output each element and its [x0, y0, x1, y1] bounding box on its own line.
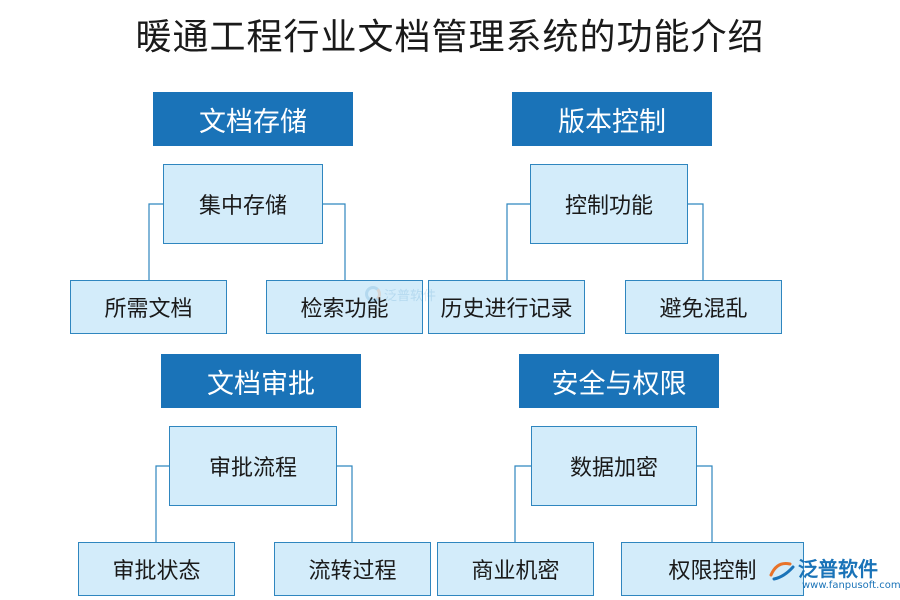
- box-required-documents: 所需文档: [70, 280, 227, 334]
- connector-line: [514, 465, 531, 542]
- connector-line: [697, 465, 713, 542]
- box-approval-process: 审批流程: [169, 426, 337, 506]
- header-document-storage: 文档存储: [153, 92, 353, 146]
- connector-line: [506, 203, 530, 280]
- box-history-record: 历史进行记录: [428, 280, 585, 334]
- brand-url: www.fanpusoft.com: [802, 580, 900, 591]
- box-search-function: 检索功能: [266, 280, 423, 334]
- box-avoid-confusion: 避免混乱: [625, 280, 782, 334]
- watermark: 泛普软件: [365, 280, 437, 308]
- fanpu-logo-icon: [365, 286, 381, 302]
- brand-name: 泛普软件: [798, 557, 878, 581]
- box-permission-control: 权限控制: [621, 542, 804, 596]
- watermark-text: 泛普软件: [384, 288, 437, 304]
- box-centralized-storage: 集中存储: [163, 164, 323, 244]
- box-data-encryption: 数据加密: [531, 426, 697, 506]
- header-document-approval: 文档审批: [161, 354, 361, 408]
- connector-line: [323, 203, 346, 280]
- box-control-function: 控制功能: [530, 164, 688, 244]
- fanpu-logo-icon: [769, 562, 795, 581]
- header-version-control: 版本控制: [512, 92, 712, 146]
- connector-line: [148, 203, 163, 280]
- page-title: 暖通工程行业文档管理系统的功能介绍: [135, 17, 765, 58]
- connector-line: [337, 465, 353, 542]
- box-approval-status: 审批状态: [78, 542, 235, 596]
- box-business-secrets: 商业机密: [437, 542, 594, 596]
- connector-line: [155, 465, 169, 542]
- header-security-permissions: 安全与权限: [519, 354, 719, 408]
- brand-logo: 泛普软件 www.fanpusoft.com: [768, 552, 900, 596]
- connector-line: [688, 203, 704, 280]
- box-circulation-process: 流转过程: [274, 542, 431, 596]
